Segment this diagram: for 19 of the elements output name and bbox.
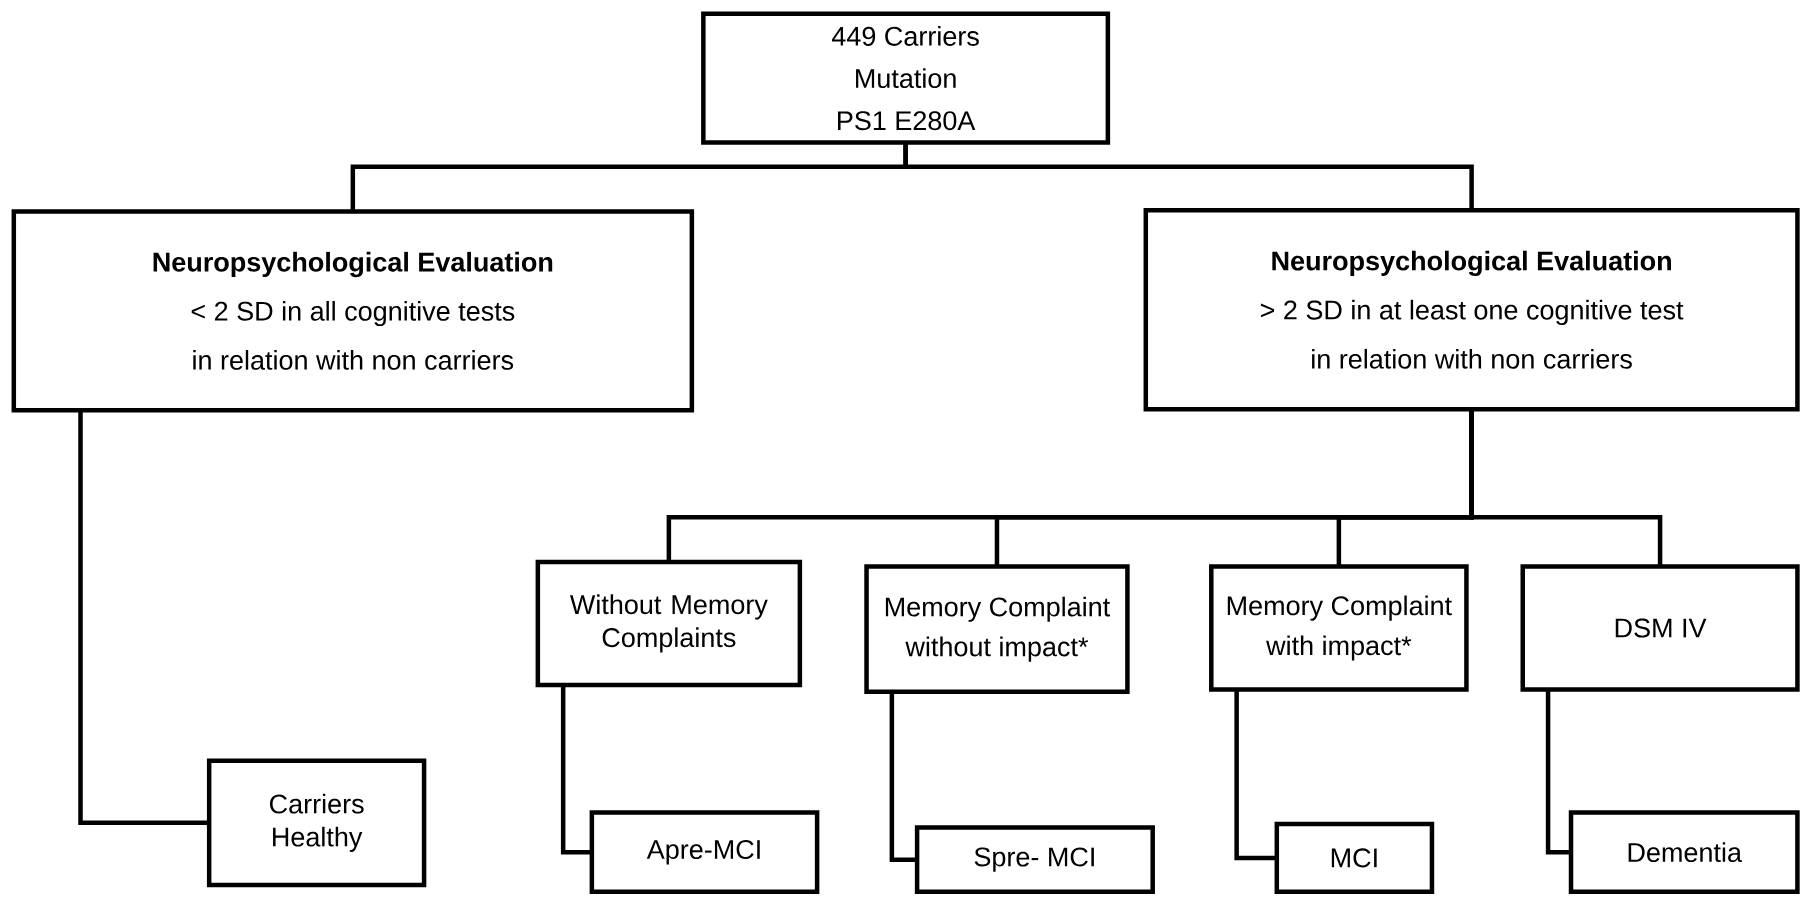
process-box: MCI (1274, 821, 1435, 895)
process-box: 449 Carriers Mutation PS1 E280A (701, 11, 1111, 145)
connector-line (560, 684, 592, 855)
connector-line (1234, 689, 1277, 861)
connector-line (903, 142, 1474, 211)
process-box: Spre- MCI (914, 825, 1155, 895)
process-box: Neuropsychological Evaluation < 2 SD in all cognitive tests in relation with non carriers (11, 209, 695, 413)
connector-line (78, 410, 210, 826)
process-box: Carriers Healthy (206, 758, 427, 888)
process-box: Without Memory Complaints (535, 559, 803, 688)
connector-line (1469, 409, 1663, 567)
process-box: Apre-MCI (589, 810, 820, 895)
process-box: Neuropsychological Evaluation > 2 SD in at least one cognitive test in relation with non carriers (1143, 208, 1800, 412)
connector-line (889, 691, 918, 862)
connector-line (1545, 689, 1571, 855)
process-box: Memory Complaint with impact* (1209, 564, 1469, 692)
process-box: Dementia (1568, 810, 1800, 895)
process-box: Memory Complaint without impact* (864, 564, 1130, 695)
process-box: DSM IV (1520, 564, 1800, 692)
